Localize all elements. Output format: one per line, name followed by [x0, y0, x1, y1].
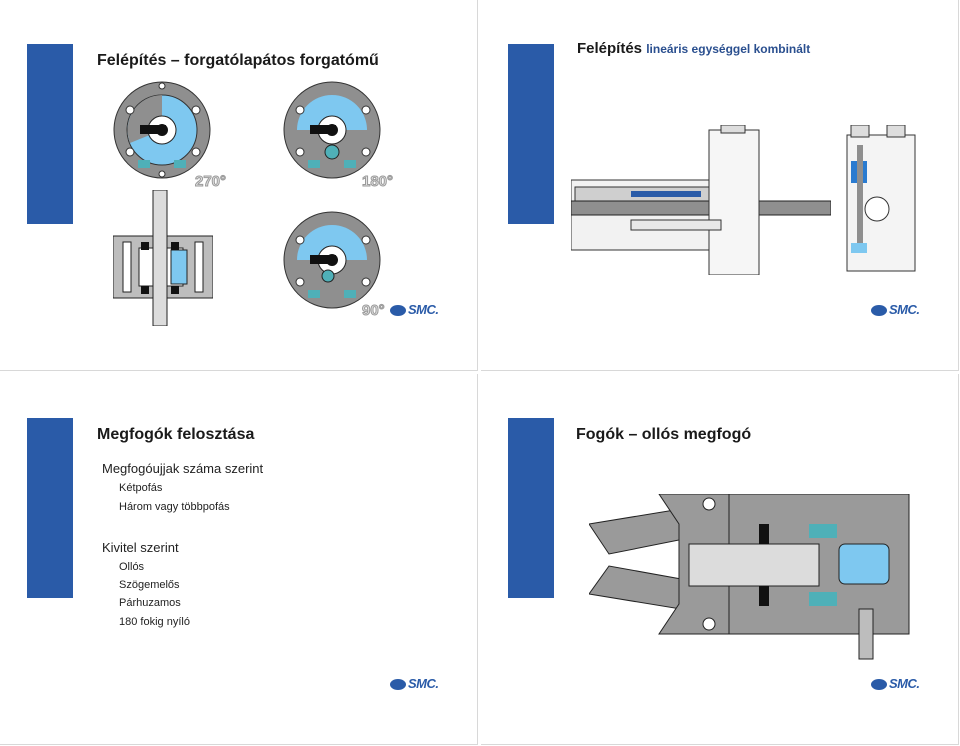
shaft-section-diagram: [113, 190, 213, 326]
vane-disc-270-diagram: [113, 81, 211, 179]
slide-gripper-classification: Megfogók felosztása Megfogóujjak száma s…: [0, 374, 478, 745]
list-item: Szögemelős: [119, 579, 180, 591]
slide-title: Fogók – ollós megfogó: [576, 426, 752, 443]
slide-rotary-actuator: Felépítés – forgatólapátos forgatómű 270…: [0, 0, 478, 371]
linear-unit-section-diagram: [571, 125, 831, 275]
smc-logo: SMC.: [390, 302, 439, 317]
scissor-gripper-section-diagram: [589, 494, 910, 660]
smc-logo: SMC.: [871, 676, 920, 691]
slide-linear-unit: Felépítés lineáris egységgel kombinált S…: [481, 0, 959, 371]
smc-logo: SMC.: [871, 302, 920, 317]
smc-logo: SMC.: [390, 676, 439, 691]
title-main: Felépítés: [577, 40, 643, 57]
list-item: 180 fokig nyíló: [119, 616, 190, 628]
title-sub: lineáris egységgel kombinált: [646, 42, 811, 56]
accent-bar: [27, 418, 73, 598]
linear-unit-side-diagram: [846, 125, 916, 272]
heading-design: Kivitel szerint: [102, 540, 179, 555]
angle-180-label: 180°: [361, 173, 394, 191]
angle-270-label: 270°: [194, 173, 227, 191]
slide-title: Felépítés – forgatólapátos forgatómű: [97, 52, 379, 69]
accent-bar: [27, 44, 73, 224]
slide-title: Felépítés lineáris egységgel kombinált: [577, 40, 810, 57]
angle-90-label: 90°: [362, 302, 386, 320]
list-item: Kétpofás: [119, 482, 163, 494]
list-item: Párhuzamos: [119, 597, 181, 609]
slide-scissor-gripper: Fogók – ollós megfogó SMC.: [481, 374, 959, 745]
heading-finger-count: Megfogóujjak száma szerint: [102, 461, 264, 476]
vane-disc-180-diagram: [283, 81, 381, 179]
accent-bar: [508, 44, 554, 224]
slide-title: Megfogók felosztása: [97, 426, 255, 443]
list-item: Ollós: [119, 561, 145, 573]
vane-disc-90-diagram: [283, 211, 381, 309]
accent-bar: [508, 418, 554, 598]
list-item: Három vagy többpofás: [119, 501, 230, 513]
